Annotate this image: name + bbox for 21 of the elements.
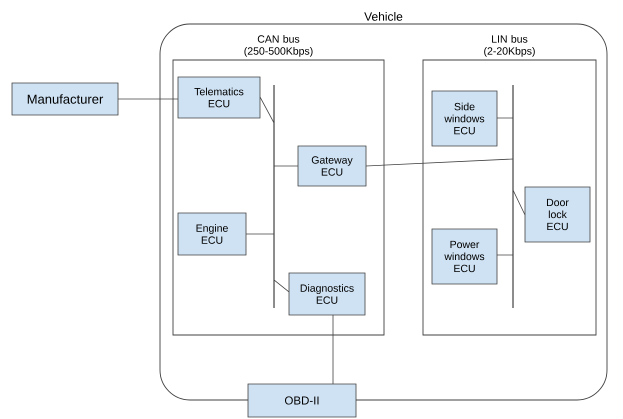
connector-line — [366, 158, 514, 166]
panel-heading: CAN bus (250-500Kbps) — [244, 35, 313, 57]
process-box: OBD-II — [248, 384, 356, 418]
ecu-box: Diagnostics ECU — [288, 272, 366, 316]
connector-line — [274, 280, 290, 292]
connector-line — [496, 254, 514, 256]
ecu-box: Telematics ECU — [178, 76, 260, 118]
process-box: Manufacturer — [12, 82, 118, 116]
panel-heading: LIN bus (2-20Kbps) — [484, 35, 535, 57]
bus-line — [512, 85, 514, 308]
ecu-box: Power windows ECU — [432, 228, 498, 284]
ecu-box: Side windows ECU — [432, 90, 498, 146]
connector-line — [512, 190, 526, 216]
ecu-box: Gateway ECU — [298, 146, 366, 186]
connector-line — [260, 96, 274, 124]
panel-heading: Vehicle — [364, 12, 402, 21]
ecu-box: Engine ECU — [178, 212, 246, 256]
connector-line — [118, 98, 178, 100]
ecu-box: Door lock ECU — [524, 186, 590, 242]
bus-line — [273, 85, 275, 308]
connector-line — [332, 314, 334, 384]
